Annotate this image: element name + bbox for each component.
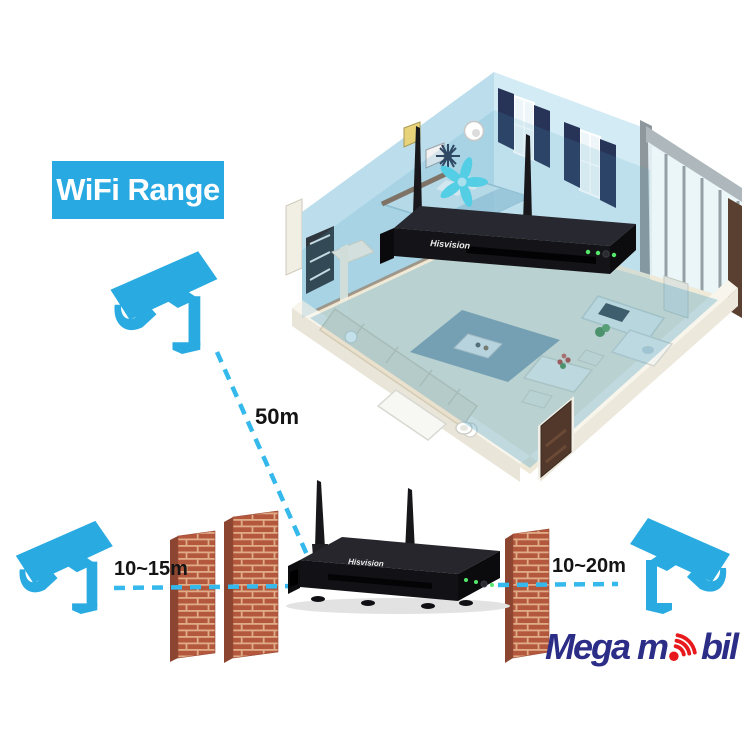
kitchen <box>580 275 689 367</box>
brick-wall-left-1 <box>170 530 216 662</box>
dining-table <box>521 349 605 409</box>
distance-label-10-15m: 10~15m <box>114 558 188 580</box>
megamobil-logo: Mega m bil <box>545 621 739 667</box>
bathtub <box>376 389 448 441</box>
dashed-link-50m <box>214 351 315 567</box>
curtains-windows <box>498 88 616 208</box>
nvr-brand-label: Hisvision <box>430 238 471 251</box>
nvr-shadow <box>286 598 510 614</box>
wifi-range-badge: WiFi Range <box>52 161 224 219</box>
nvr-antenna <box>413 126 422 214</box>
nvr-brand-label: Hisvision <box>348 557 384 568</box>
front-door <box>538 396 574 480</box>
outdoor-nvr: Hisvision <box>286 480 510 614</box>
red-wifi-icon <box>669 633 697 661</box>
distance-label-10-20m: 10~20m <box>552 555 626 577</box>
distance-label-50m: 50m <box>255 404 300 429</box>
nvr-antenna <box>523 134 532 222</box>
house-floorplan: Hisvision <box>285 72 742 482</box>
cctv-camera-right-icon <box>630 518 730 614</box>
brick-wall-right <box>505 528 550 663</box>
sunburst-clock <box>436 144 460 168</box>
dome-camera-icon <box>463 120 485 142</box>
ceiling-fan <box>440 157 488 207</box>
indoor-nvr: Hisvision <box>380 126 636 274</box>
cctv-camera-left-icon <box>15 520 113 614</box>
logo-text-prefix: Mega m <box>545 626 669 667</box>
wifi-coverage-tint <box>310 232 718 468</box>
balcony-roof-band <box>646 126 742 202</box>
dashed-link-10-15m <box>113 583 299 591</box>
nvr-antenna <box>315 480 325 548</box>
dashed-link-10-20m <box>497 581 619 588</box>
logo-text-suffix: bil <box>701 626 739 667</box>
cctv-camera-top-icon <box>110 251 218 354</box>
nvr-antenna <box>405 488 415 552</box>
